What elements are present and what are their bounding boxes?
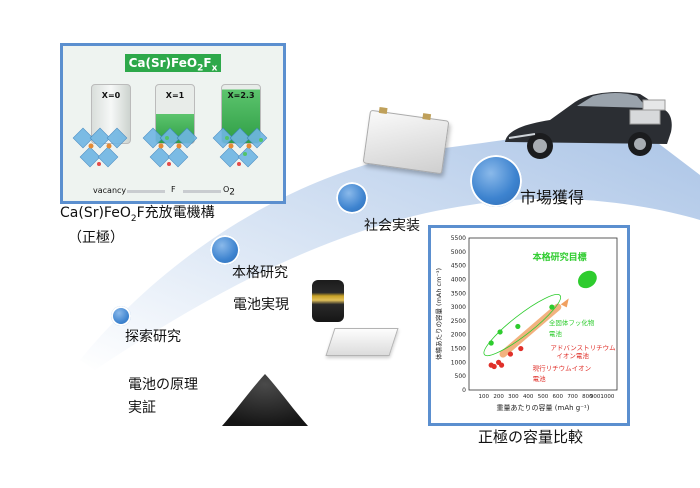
flat-pouch-image <box>325 328 399 356</box>
data-point <box>498 362 505 368</box>
stage-label-exploratory: 探索研究 <box>125 329 181 345</box>
o2-label: O2 <box>223 185 236 198</box>
stage-label-deployment: 社会実装 <box>364 218 420 234</box>
formula-badge: Ca(Sr)FeO2Fx <box>125 54 221 73</box>
cylinder-cell-image <box>312 280 344 322</box>
principle-label-1: 電池の原理 <box>128 377 198 393</box>
data-point <box>515 323 521 330</box>
principle-label-2: 実証 <box>128 400 156 416</box>
y-tick-label: 4500 <box>451 263 466 270</box>
x-tick-label: 400 <box>523 394 534 400</box>
chart-caption: 正極の容量比較 <box>478 428 584 446</box>
stage-circle-1 <box>111 306 131 326</box>
x-tick-label: 700 <box>567 394 578 400</box>
capacity-chart-panel: 0 500 1000 1500 2000 2500 3000 3500 4000 4500 5000… <box>428 225 630 426</box>
stage-label-full-research: 本格研究 <box>232 265 288 281</box>
y-tick-label: 1000 <box>451 359 466 366</box>
capacity-chart: 0 500 1000 1500 2000 2500 3000 3500 4000 4500 5000… <box>434 235 618 412</box>
target-region <box>578 270 597 289</box>
powder-pile-image <box>222 374 308 426</box>
x-tick-label: 600 <box>553 394 564 400</box>
x-tick-label: 800 <box>582 394 593 400</box>
chart-annotation: 電池 <box>533 374 547 383</box>
stage-label-market: 市場獲得 <box>520 188 585 207</box>
plot-area <box>468 237 618 391</box>
f-label: F <box>171 185 176 194</box>
mechanism-caption: Ca(Sr)FeO2F充放電機構 （正極） <box>60 205 215 246</box>
fluoride-region-outline <box>483 294 562 357</box>
car-image <box>505 92 672 159</box>
chart-annotation: イオン電池 <box>556 351 589 360</box>
stage-circle-3 <box>336 182 368 214</box>
chart-annotation: 全固体フッ化物 <box>549 318 595 327</box>
x-tick-label: 200 <box>493 394 504 400</box>
y-tick-label: 5500 <box>451 235 466 242</box>
x-tick-label: 100 <box>479 394 490 400</box>
y-axis-label: 体積あたりの容量 (mAh cm⁻³) <box>434 268 443 360</box>
mechanism-panel: Ca(Sr)FeO2Fx X=0 X=1 X=2.3 <box>60 43 286 204</box>
y-tick-label: 2500 <box>451 318 466 325</box>
y-tick-label: 500 <box>455 373 467 380</box>
data-point <box>491 363 497 370</box>
x-tick-label: 500 <box>538 394 549 400</box>
vacancy-label: vacancy <box>93 186 127 195</box>
x-tick-label: 9001000 <box>590 394 615 400</box>
chart-annotation: 電池 <box>549 329 563 338</box>
y-tick-label: 0 <box>462 387 466 394</box>
chart-annotation: 現行リチウムイオン <box>533 364 592 373</box>
battery-realization-label: 電池実現 <box>233 297 289 313</box>
stage-circle-2 <box>210 235 240 265</box>
data-point <box>507 351 514 357</box>
x-tick-label: 300 <box>508 394 519 400</box>
data-point <box>518 345 524 352</box>
y-tick-label: 5000 <box>451 249 466 256</box>
data-point <box>549 304 555 310</box>
data-point <box>497 329 503 335</box>
y-tick-label: 2000 <box>451 332 466 339</box>
arrow-2 <box>183 190 221 193</box>
crystal-structures <box>72 127 268 168</box>
arrow-1 <box>127 190 165 193</box>
pouch-cell-image <box>362 106 450 175</box>
chart-annotation: アドバンストリチウム <box>550 344 616 352</box>
progress-arrowhead <box>560 298 569 308</box>
y-tick-label: 1500 <box>451 346 466 353</box>
chart-annotation: 本格研究目標 <box>533 251 587 263</box>
stage-circle-4 <box>470 155 522 207</box>
y-tick-label: 3500 <box>451 290 466 297</box>
y-tick-label: 3000 <box>451 304 466 311</box>
x-axis-label: 重量あたりの容量 (mAh g⁻¹) <box>497 403 590 412</box>
y-tick-label: 4000 <box>451 276 466 283</box>
data-point <box>488 340 494 346</box>
